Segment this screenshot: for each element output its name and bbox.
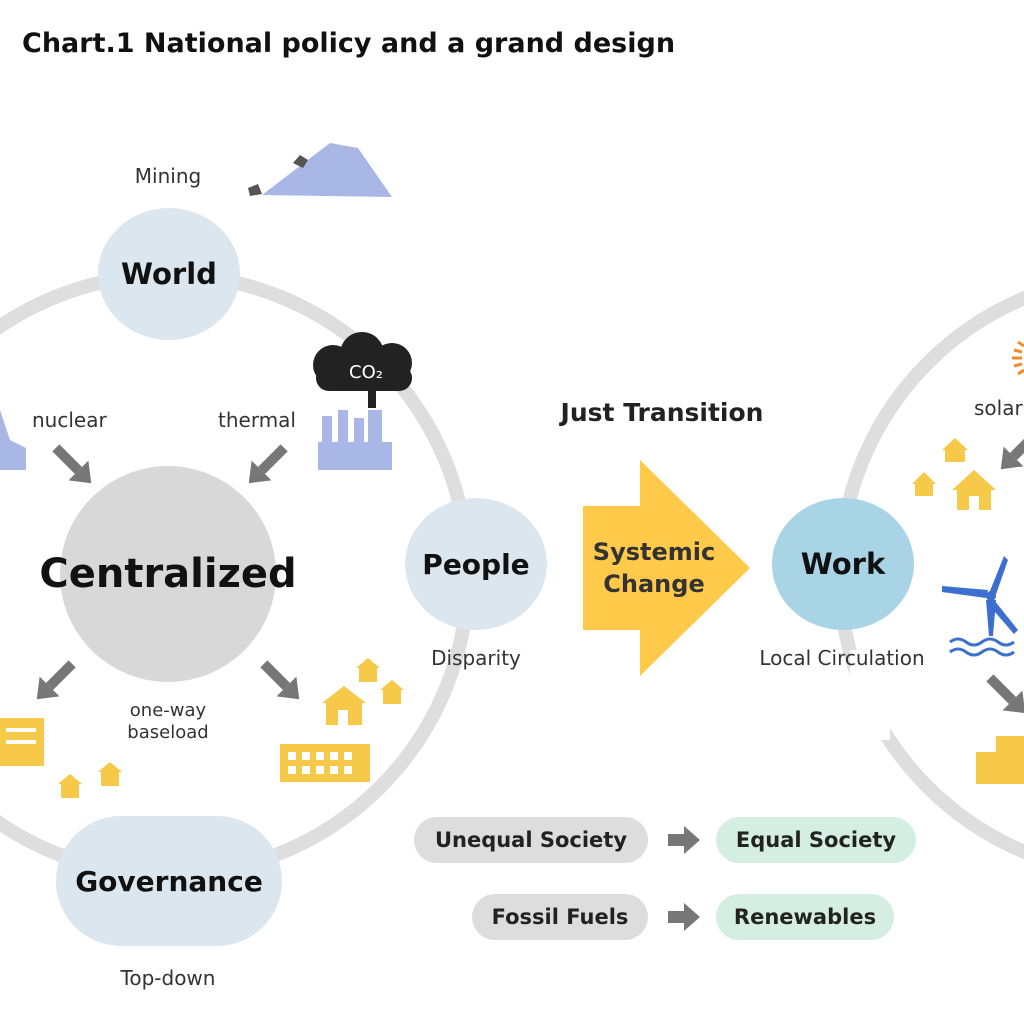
systemic-change-line2: Change (603, 570, 705, 598)
unequal-society-label: Unequal Society (434, 828, 628, 852)
centralized-node: Centralized (39, 466, 297, 682)
renewables-label: Renewables (733, 905, 877, 929)
equal-society-label: Equal Society (735, 828, 897, 852)
solar-label: solar (974, 396, 1023, 420)
renewables-pill: Renewables (716, 894, 894, 940)
wave-icon (949, 637, 1015, 657)
governance-label: Governance (75, 864, 263, 898)
chart-title: Chart.1 National policy and a grand desi… (22, 28, 676, 59)
systemic-change-line1: Systemic (592, 538, 716, 566)
world-label: World (121, 257, 217, 291)
sun-icon (1012, 340, 1024, 376)
governance-node: Governance (56, 816, 282, 946)
comparison-arrows (668, 826, 700, 931)
mining-label: Mining (134, 164, 202, 188)
topdown-label: Top-down (120, 966, 216, 990)
arrow-thermal-to-center (248, 444, 288, 484)
houses-icon-left (58, 762, 122, 798)
just-transition-heading: Just Transition (560, 398, 764, 427)
co2-cloud-icon (313, 332, 412, 408)
co2-label: CO₂ (349, 362, 383, 383)
arrow-center-to-factory (36, 660, 76, 700)
world-node: World (98, 208, 240, 340)
factory-icon-left (0, 718, 44, 766)
people-node: People (405, 498, 547, 630)
unequal-society-pill: Unequal Society (414, 817, 648, 863)
comparison-arrow-society (668, 826, 700, 854)
oneway-label-line2: baseload (127, 722, 209, 743)
arrow-turbine-to-building (986, 674, 1024, 714)
oneway-label-line1: one-way (129, 700, 207, 721)
homes-and-building-icon (280, 658, 404, 782)
arrow-center-to-homes (260, 660, 300, 700)
thermal-label: thermal (218, 408, 296, 432)
systemic-change-arrow (583, 460, 750, 676)
work-label: Work (800, 547, 886, 581)
disparity-label: Disparity (431, 646, 521, 670)
building-icon-right (976, 736, 1024, 784)
houses-icon-right (912, 438, 996, 510)
flow-arrows-left (36, 444, 300, 700)
work-node: Work (772, 498, 914, 630)
nuclear-label: nuclear (32, 408, 107, 432)
fossil-fuels-pill: Fossil Fuels (472, 894, 648, 940)
equal-society-pill: Equal Society (716, 817, 916, 863)
comparison-arrow-energy (668, 903, 700, 931)
arrow-solar-to-homes (1000, 430, 1024, 470)
wind-turbine-icon (942, 556, 1018, 636)
centralized-label: Centralized (39, 551, 297, 597)
nuclear-plant-icon (0, 410, 26, 470)
arrow-nuclear-to-center (52, 444, 92, 484)
thermal-factory-icon (318, 410, 392, 470)
fossil-fuels-label: Fossil Fuels (491, 905, 629, 929)
people-label: People (422, 547, 530, 581)
mining-mountain-icon (248, 143, 392, 197)
local-circulation-label: Local Circulation (759, 646, 925, 670)
